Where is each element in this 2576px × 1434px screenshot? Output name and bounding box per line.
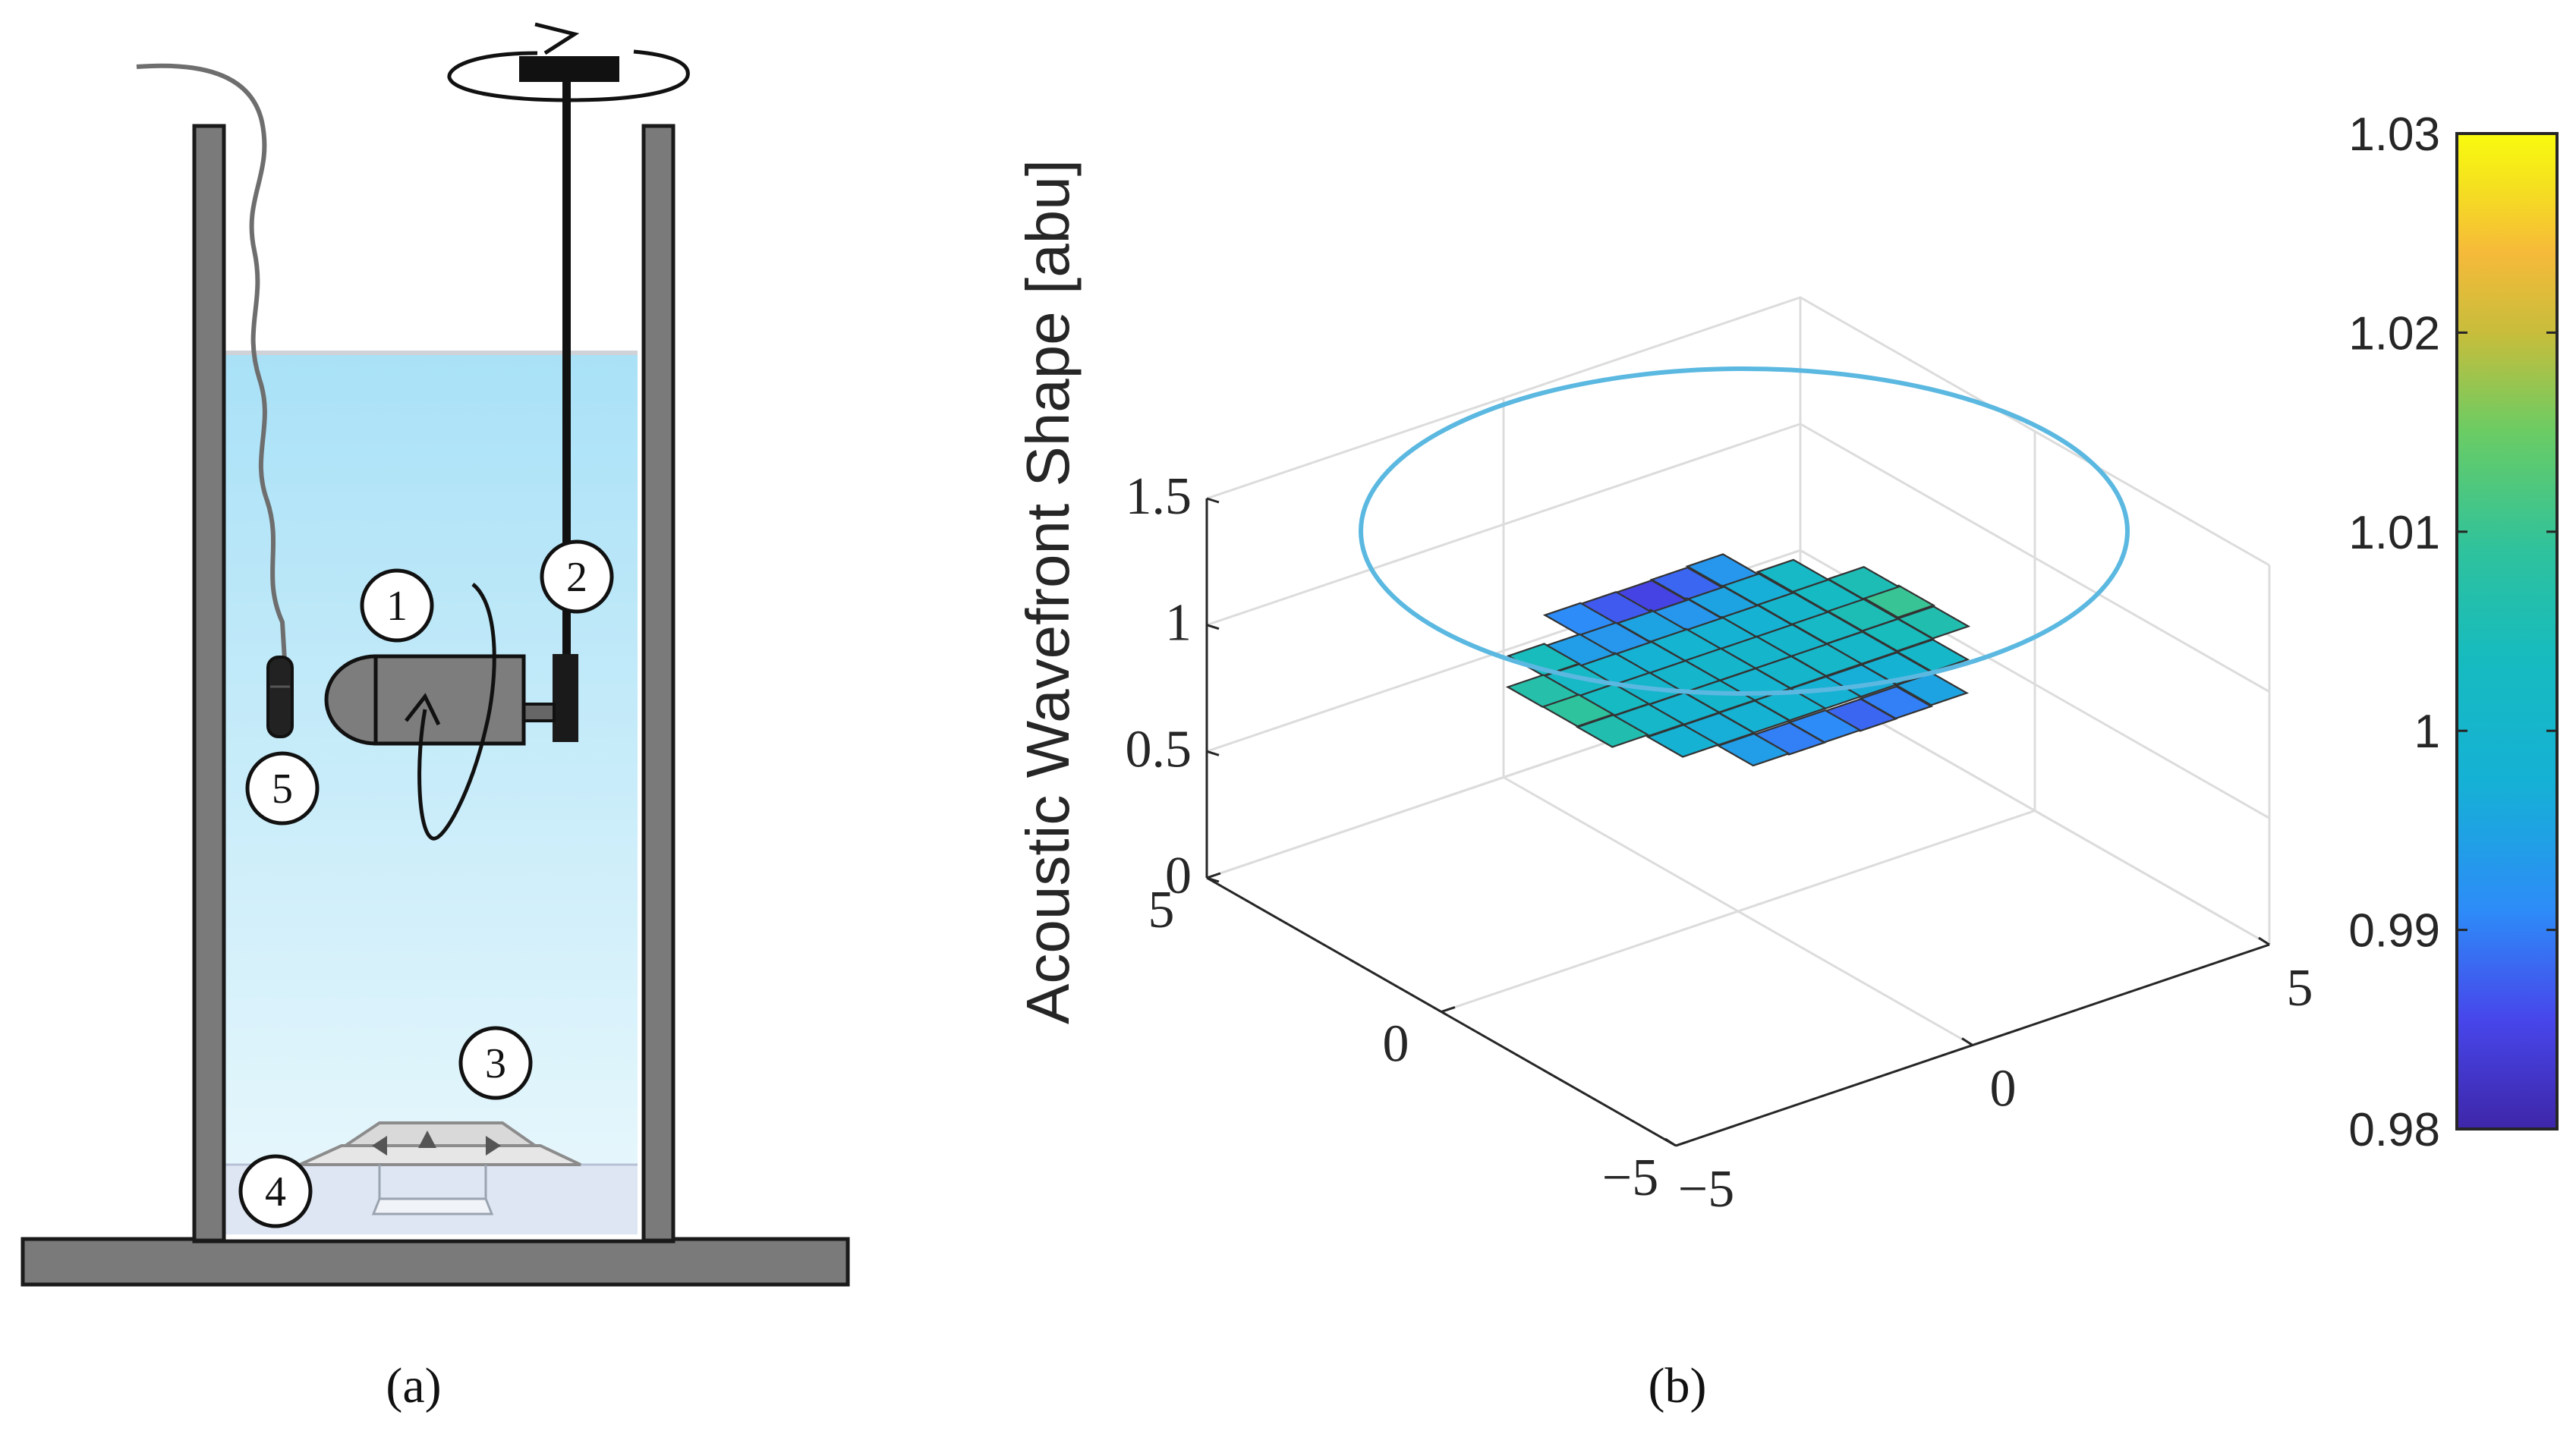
colorbar-tick-label: 1.02 — [2348, 307, 2440, 360]
transducer-dome — [324, 654, 378, 746]
reference-circle — [1359, 366, 2130, 696]
tank-walls — [20, 124, 850, 1287]
surface-cell — [1505, 674, 1581, 708]
z-tick-label: 1.5 — [1126, 467, 1192, 526]
z-tick-mark — [1206, 497, 1220, 504]
colorbar-tick-label: 0.99 — [2348, 905, 2440, 958]
surface-cell — [1506, 643, 1582, 677]
hydrophone-cable — [136, 63, 287, 661]
colorbar-tick-label: 0.98 — [2348, 1104, 2440, 1156]
z-axis-label: Acoustic Wavefront Shape [abu] — [1014, 159, 1082, 1024]
y-tick-label: 0 — [1383, 1015, 1409, 1074]
y-tick-label: −5 — [1602, 1149, 1658, 1207]
panel-b-chart: 00.511.5−505−505 Acoustic Wavefront Shap… — [1014, 159, 2313, 1219]
surface-cell — [1685, 553, 1760, 587]
y-tick-mark — [1206, 872, 1221, 879]
caption-b: (b) — [1649, 1358, 1707, 1414]
sound-projector — [299, 1121, 581, 1215]
marker-4: 4 — [238, 1154, 313, 1228]
transducer-rotation-arrow — [417, 583, 496, 841]
colorbar-gradient — [2455, 132, 2559, 1131]
marker-4-label: 4 — [265, 1168, 286, 1215]
wavefront-surface — [1505, 553, 1971, 767]
x-tick-label: −5 — [1678, 1160, 1734, 1219]
motor-head — [519, 56, 619, 82]
marker-3: 3 — [458, 1026, 533, 1100]
marker-5: 5 — [245, 751, 320, 825]
caption-a: (a) — [386, 1358, 441, 1414]
x-tick-mark — [2258, 936, 2270, 946]
marker-1-label: 1 — [386, 583, 408, 630]
y-tick-mark — [1441, 1006, 1456, 1013]
surface-cell — [1756, 558, 1831, 593]
y-tick-label: 5 — [1148, 881, 1175, 939]
panel-a-tank-diagram: 1 2 3 4 5 — [20, 22, 850, 1287]
motor-shaft — [562, 82, 571, 660]
colorbar-tick-label: 1 — [2414, 706, 2440, 758]
colorbar-tick-label: 1.01 — [2348, 507, 2440, 559]
chart-axes — [1205, 497, 2270, 1147]
marker-2: 2 — [540, 539, 614, 614]
x-tick-mark — [1664, 1137, 1677, 1147]
chart-tick-labels: 00.511.5−505−505 — [1126, 467, 2313, 1219]
colorbar: 0.98 0.99 1 1.01 1.02 1.03 — [2348, 108, 2559, 1156]
grid-line — [1206, 296, 2270, 567]
surface-cell — [1542, 602, 1617, 637]
marker-1: 1 — [360, 568, 434, 643]
grid-line — [1441, 810, 2036, 1013]
z-tick-label: 0.5 — [1126, 720, 1192, 778]
colorbar-ticks: 0.98 0.99 1 1.01 1.02 1.03 — [2348, 108, 2557, 1156]
colorbar-tick-label: 1.03 — [2348, 108, 2440, 161]
z-tick-label: 0 — [1165, 847, 1192, 905]
y-tick-mark — [1675, 1140, 1690, 1147]
mount-bracket — [553, 654, 578, 742]
marker-2-label: 2 — [566, 554, 587, 601]
z-tick-mark — [1206, 876, 1220, 883]
reference-circle-layer — [1359, 366, 2130, 696]
marker-3-label: 3 — [485, 1040, 506, 1087]
marker-5-label: 5 — [272, 766, 293, 813]
x-tick-label: 5 — [2287, 959, 2313, 1017]
z-tick-label: 1 — [1165, 594, 1192, 653]
z-tick-mark — [1206, 750, 1220, 756]
z-tick-mark — [1206, 624, 1220, 631]
hydrophone — [266, 656, 294, 738]
x-tick-mark — [1961, 1037, 1973, 1046]
transducer-body — [373, 654, 526, 746]
x-tick-label: 0 — [1990, 1060, 2017, 1118]
